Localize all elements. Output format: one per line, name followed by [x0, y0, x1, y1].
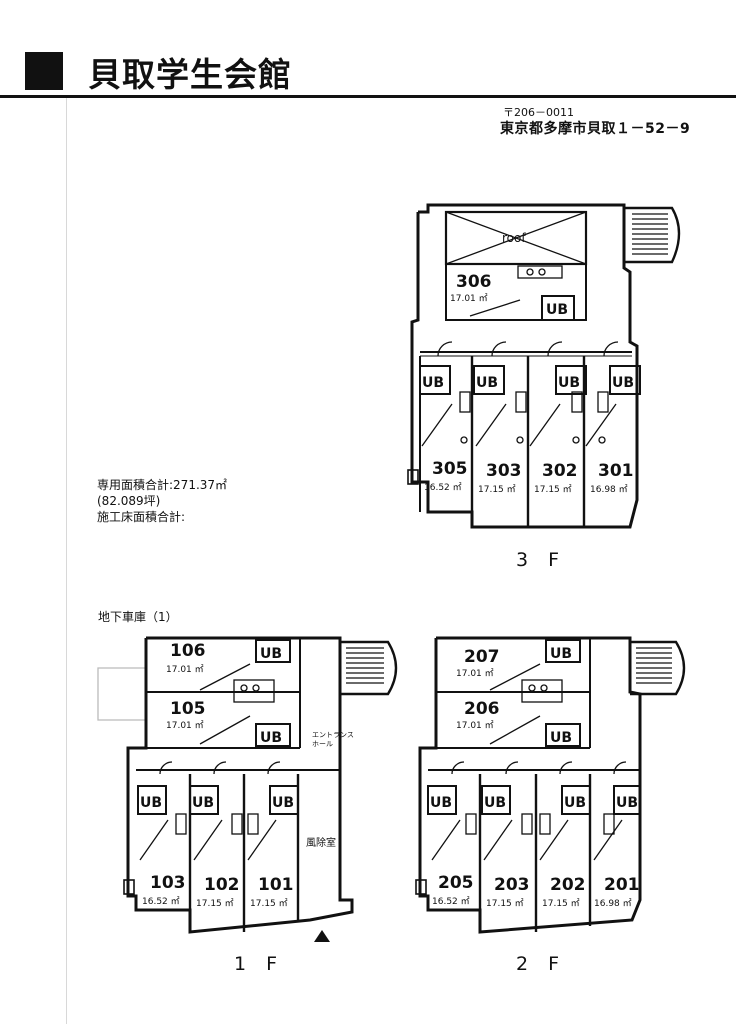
unit-bath-label: UB — [476, 375, 498, 391]
room-number: 303 — [486, 461, 522, 481]
room-area: 17.15 ㎡ — [196, 898, 234, 909]
title-marker — [25, 52, 63, 90]
room-number: 302 — [542, 461, 578, 481]
room-number: 105 — [170, 699, 206, 719]
room-area: 17.01 ㎡ — [456, 668, 494, 679]
entrance-hall-label: エントランス — [312, 731, 354, 739]
floor-label: 2 F — [516, 953, 566, 975]
unit-bath-label: UB — [260, 730, 282, 746]
room-number: 207 — [464, 647, 500, 667]
exclusive-area-tsubo: (82.089坪) — [97, 494, 161, 508]
street-address: 東京都多摩市貝取１－52－9 — [500, 121, 691, 137]
unit-bath-label: UB — [484, 795, 506, 811]
roof-label: roof — [502, 231, 526, 245]
unit-bath-label: UB — [140, 795, 162, 811]
room-area: 16.52 ㎡ — [432, 896, 470, 907]
room-number: 301 — [598, 461, 634, 481]
entrance-arrow-icon — [314, 930, 330, 942]
room-area: 17.15 ㎡ — [542, 898, 580, 909]
room-number: 102 — [204, 875, 240, 895]
room-area: 16.98 ㎡ — [590, 484, 628, 495]
room-number: 106 — [170, 641, 206, 661]
room-area: 17.01 ㎡ — [456, 720, 494, 731]
unit-bath-label: UB — [422, 375, 444, 391]
floor-label: 3 F — [516, 549, 566, 571]
unit-bath-label: UB — [546, 302, 568, 318]
unit-bath-label: UB — [260, 646, 282, 662]
room-number: 306 — [456, 272, 492, 292]
unit-bath-label: UB — [430, 795, 452, 811]
postal-code: 〒206－0011 — [503, 106, 574, 119]
unit-bath-label: UB — [192, 795, 214, 811]
construction-area-total: 施工床面積合計: — [97, 510, 186, 524]
unit-bath-label: UB — [564, 795, 586, 811]
building-title: 貝取学生会館 — [88, 55, 292, 94]
windbreak-room-label: 風除室 — [306, 836, 336, 849]
room-area: 16.98 ㎡ — [594, 898, 632, 909]
floor-1-plan — [97, 636, 398, 934]
room-number: 202 — [550, 875, 586, 895]
margin-line — [66, 98, 67, 1024]
room-number: 103 — [150, 873, 186, 893]
room-area: 17.15 ㎡ — [486, 898, 524, 909]
room-area: 17.15 ㎡ — [250, 898, 288, 909]
room-number: 206 — [464, 699, 500, 719]
room-area: 16.52 ㎡ — [142, 896, 180, 907]
room-area: 17.01 ㎡ — [166, 664, 204, 675]
floor-2-plan — [415, 636, 686, 934]
floor-label: 1 F — [234, 953, 284, 975]
unit-bath-label: UB — [550, 646, 572, 662]
room-area: 16.52 ㎡ — [424, 482, 462, 493]
room-area: 17.01 ㎡ — [166, 720, 204, 731]
entrance-hall-label: ホール — [312, 740, 333, 748]
unit-bath-label: UB — [612, 375, 634, 391]
room-number: 201 — [604, 875, 640, 895]
room-area: 17.15 ㎡ — [478, 484, 516, 495]
unit-bath-label: UB — [272, 795, 294, 811]
garage-label: 地下車庫（1） — [98, 610, 178, 624]
room-area: 17.15 ㎡ — [534, 484, 572, 495]
room-number: 305 — [432, 459, 468, 479]
unit-bath-label: UB — [550, 730, 572, 746]
room-number: 203 — [494, 875, 530, 895]
unit-bath-label: UB — [616, 795, 638, 811]
room-area: 17.01 ㎡ — [450, 293, 488, 304]
room-number: 205 — [438, 873, 474, 893]
floor-3-plan — [407, 203, 681, 529]
exclusive-area-total: 専用面積合計:271.37㎡ — [97, 478, 228, 492]
room-number: 101 — [258, 875, 294, 895]
title-rule — [0, 95, 736, 98]
unit-bath-label: UB — [558, 375, 580, 391]
